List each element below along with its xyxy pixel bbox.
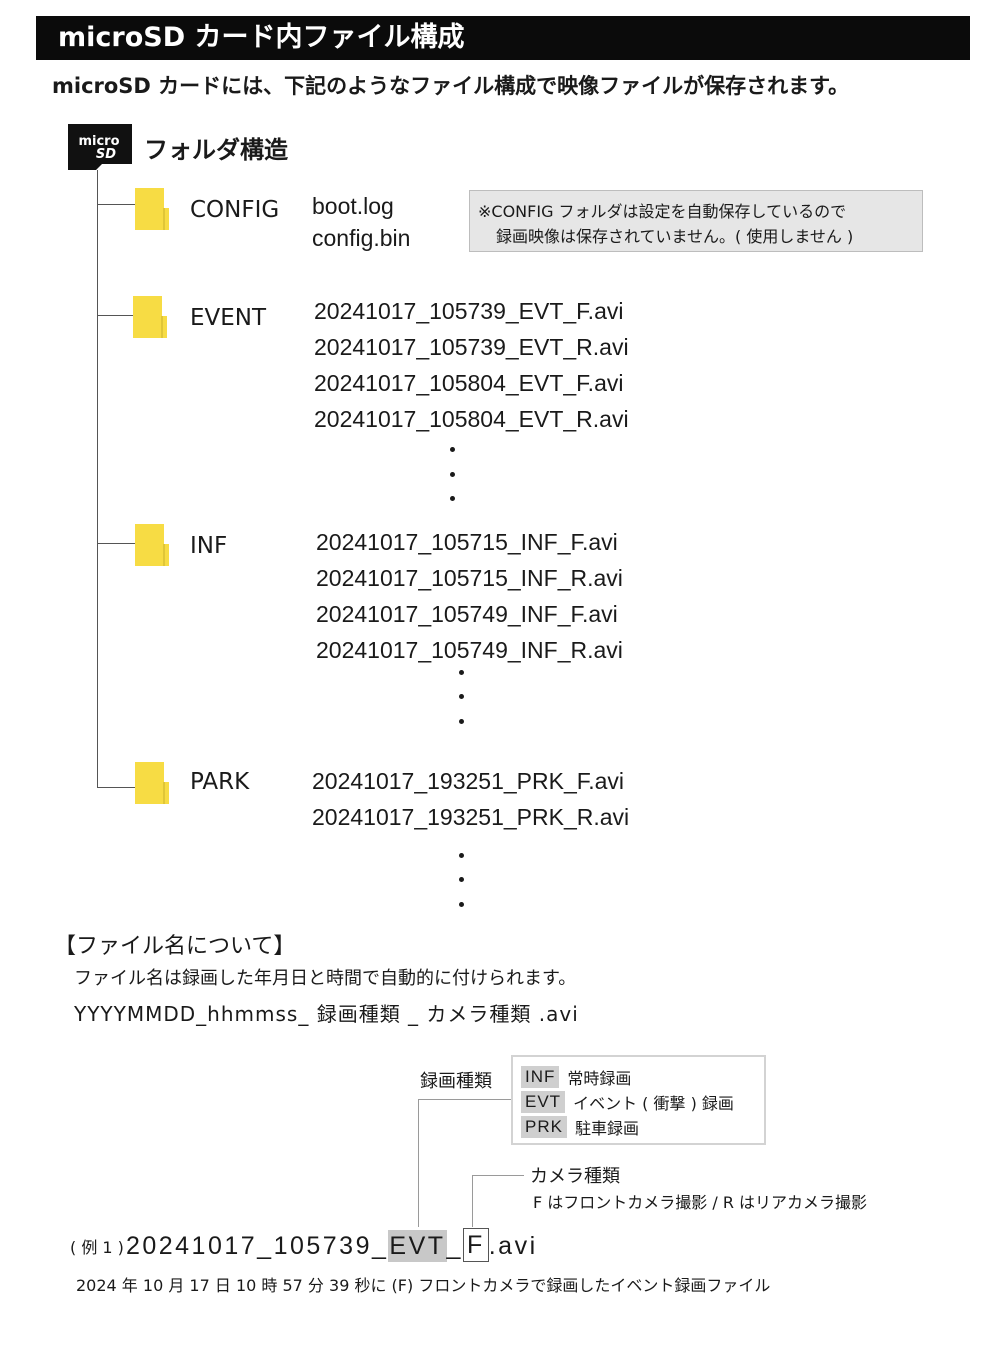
legend-code: EVT (521, 1091, 566, 1113)
config-note-line1: ※CONFIG フォルダは設定を自動保存しているので (478, 202, 847, 221)
legend-row-evt: EVT イベント ( 衝撃 ) 録画 (521, 1090, 734, 1114)
camera-type-desc: F はフロントカメラ撮影 / R はリアカメラ撮影 (533, 1193, 868, 1212)
ellipsis-dot (459, 902, 464, 907)
example-part-record-type: EVT (388, 1230, 447, 1262)
file-item: 20241017_193251_PRK_R.avi (312, 804, 630, 830)
connector-camera-horizontal (472, 1175, 524, 1176)
tree-vertical-line (97, 170, 98, 788)
file-item: 20241017_105749_INF_F.avi (316, 601, 618, 627)
legend-desc: 駐車録画 (574, 1119, 639, 1138)
file-item: 20241017_105715_INF_F.avi (316, 529, 618, 555)
config-note-line2: 録画映像は保存されていません。( 使用しません ) (496, 227, 854, 246)
legend-code: INF (521, 1066, 560, 1088)
config-note: ※CONFIG フォルダは設定を自動保存しているので 録画映像は保存されていませ… (469, 190, 923, 252)
example-filename: ( 例 1 ) 20241017_105739_ EVT _ F .avi (70, 1228, 538, 1262)
example-part-datetime: 20241017_105739_ (125, 1232, 389, 1260)
file-list-event: 20241017_105739_EVT_F.avi 20241017_10573… (314, 293, 629, 437)
file-item: 20241017_105804_EVT_R.avi (314, 406, 629, 432)
record-type-label: 録画種類 (420, 1071, 492, 1092)
folder-name-event: EVENT (190, 305, 267, 331)
page-title: microSD カード内ファイル構成 (58, 22, 465, 53)
ellipsis-dot (459, 694, 464, 699)
ellipsis-dot (450, 447, 455, 452)
file-item: boot.log (312, 193, 394, 219)
folder-icon (135, 188, 169, 230)
tree-branch-event (97, 315, 135, 316)
microsd-card-icon: micro SD (66, 124, 132, 170)
tree-title: フォルダ構造 (144, 136, 288, 164)
example-prefix: ( 例 1 ) (70, 1238, 124, 1257)
file-item: 20241017_105739_EVT_F.avi (314, 298, 624, 324)
sd-icon-text-top: micro (78, 134, 119, 149)
filename-heading: 【ファイル名について】 (54, 934, 296, 959)
ellipsis-dot (459, 853, 464, 858)
file-item: 20241017_105749_INF_R.avi (316, 637, 623, 663)
tree-branch-inf (97, 543, 135, 544)
ellipsis-dot (459, 719, 464, 724)
connector-camera-vertical (472, 1175, 473, 1227)
file-list-inf: 20241017_105715_INF_F.avi 20241017_10571… (316, 524, 623, 668)
file-list-park: 20241017_193251_PRK_F.avi 20241017_19325… (312, 763, 629, 835)
legend-row-inf: INF 常時録画 (521, 1065, 631, 1089)
record-type-legend: INF 常時録画 EVT イベント ( 衝撃 ) 録画 PRK 駐車録画 (511, 1055, 766, 1145)
legend-row-prk: PRK 駐車録画 (521, 1115, 639, 1139)
camera-type-label: カメラ種類 (530, 1166, 620, 1187)
sd-icon-text-bottom: SD (96, 147, 116, 162)
example-part-extension: .avi (488, 1232, 538, 1260)
example-explanation: 2024 年 10 月 17 日 10 時 57 分 39 秒に (F) フロン… (76, 1276, 771, 1295)
folder-name-config: CONFIG (190, 197, 280, 223)
example-part-camera: F (462, 1228, 489, 1262)
filename-description: ファイル名は録画した年月日と時間で自動的に付けられます。 (74, 968, 577, 989)
file-item: 20241017_193251_PRK_F.avi (312, 768, 625, 794)
file-list-config: boot.log config.bin (312, 190, 410, 254)
ellipsis-dot (450, 496, 455, 501)
file-item: config.bin (312, 225, 411, 251)
legend-desc: イベント ( 衝撃 ) 録画 (573, 1094, 734, 1113)
tree-branch-park (97, 787, 135, 788)
folder-icon (133, 296, 167, 338)
filename-format: YYYYMMDD_hhmmss_ 録画種類 _ カメラ種類 .avi (74, 1002, 579, 1026)
folder-name-inf: INF (190, 533, 228, 559)
example-part-separator: _ (446, 1232, 463, 1260)
tree-branch-config (97, 204, 135, 205)
ellipsis-dot (450, 472, 455, 477)
intro-text: microSD カードには、下記のようなファイル構成で映像ファイルが保存されます… (52, 74, 850, 98)
legend-desc: 常時録画 (567, 1069, 632, 1088)
file-item: 20241017_105804_EVT_F.avi (314, 370, 624, 396)
connector-record-horizontal (418, 1099, 511, 1100)
folder-name-park: PARK (190, 769, 250, 795)
folder-icon (135, 762, 169, 804)
header-bar: microSD カード内ファイル構成 (36, 16, 970, 60)
file-item: 20241017_105715_INF_R.avi (316, 565, 623, 591)
file-item: 20241017_105739_EVT_R.avi (314, 334, 629, 360)
ellipsis-dot (459, 877, 464, 882)
ellipsis-dot (459, 670, 464, 675)
connector-record-vertical (418, 1099, 419, 1227)
folder-icon (135, 524, 169, 566)
legend-code: PRK (521, 1116, 567, 1138)
